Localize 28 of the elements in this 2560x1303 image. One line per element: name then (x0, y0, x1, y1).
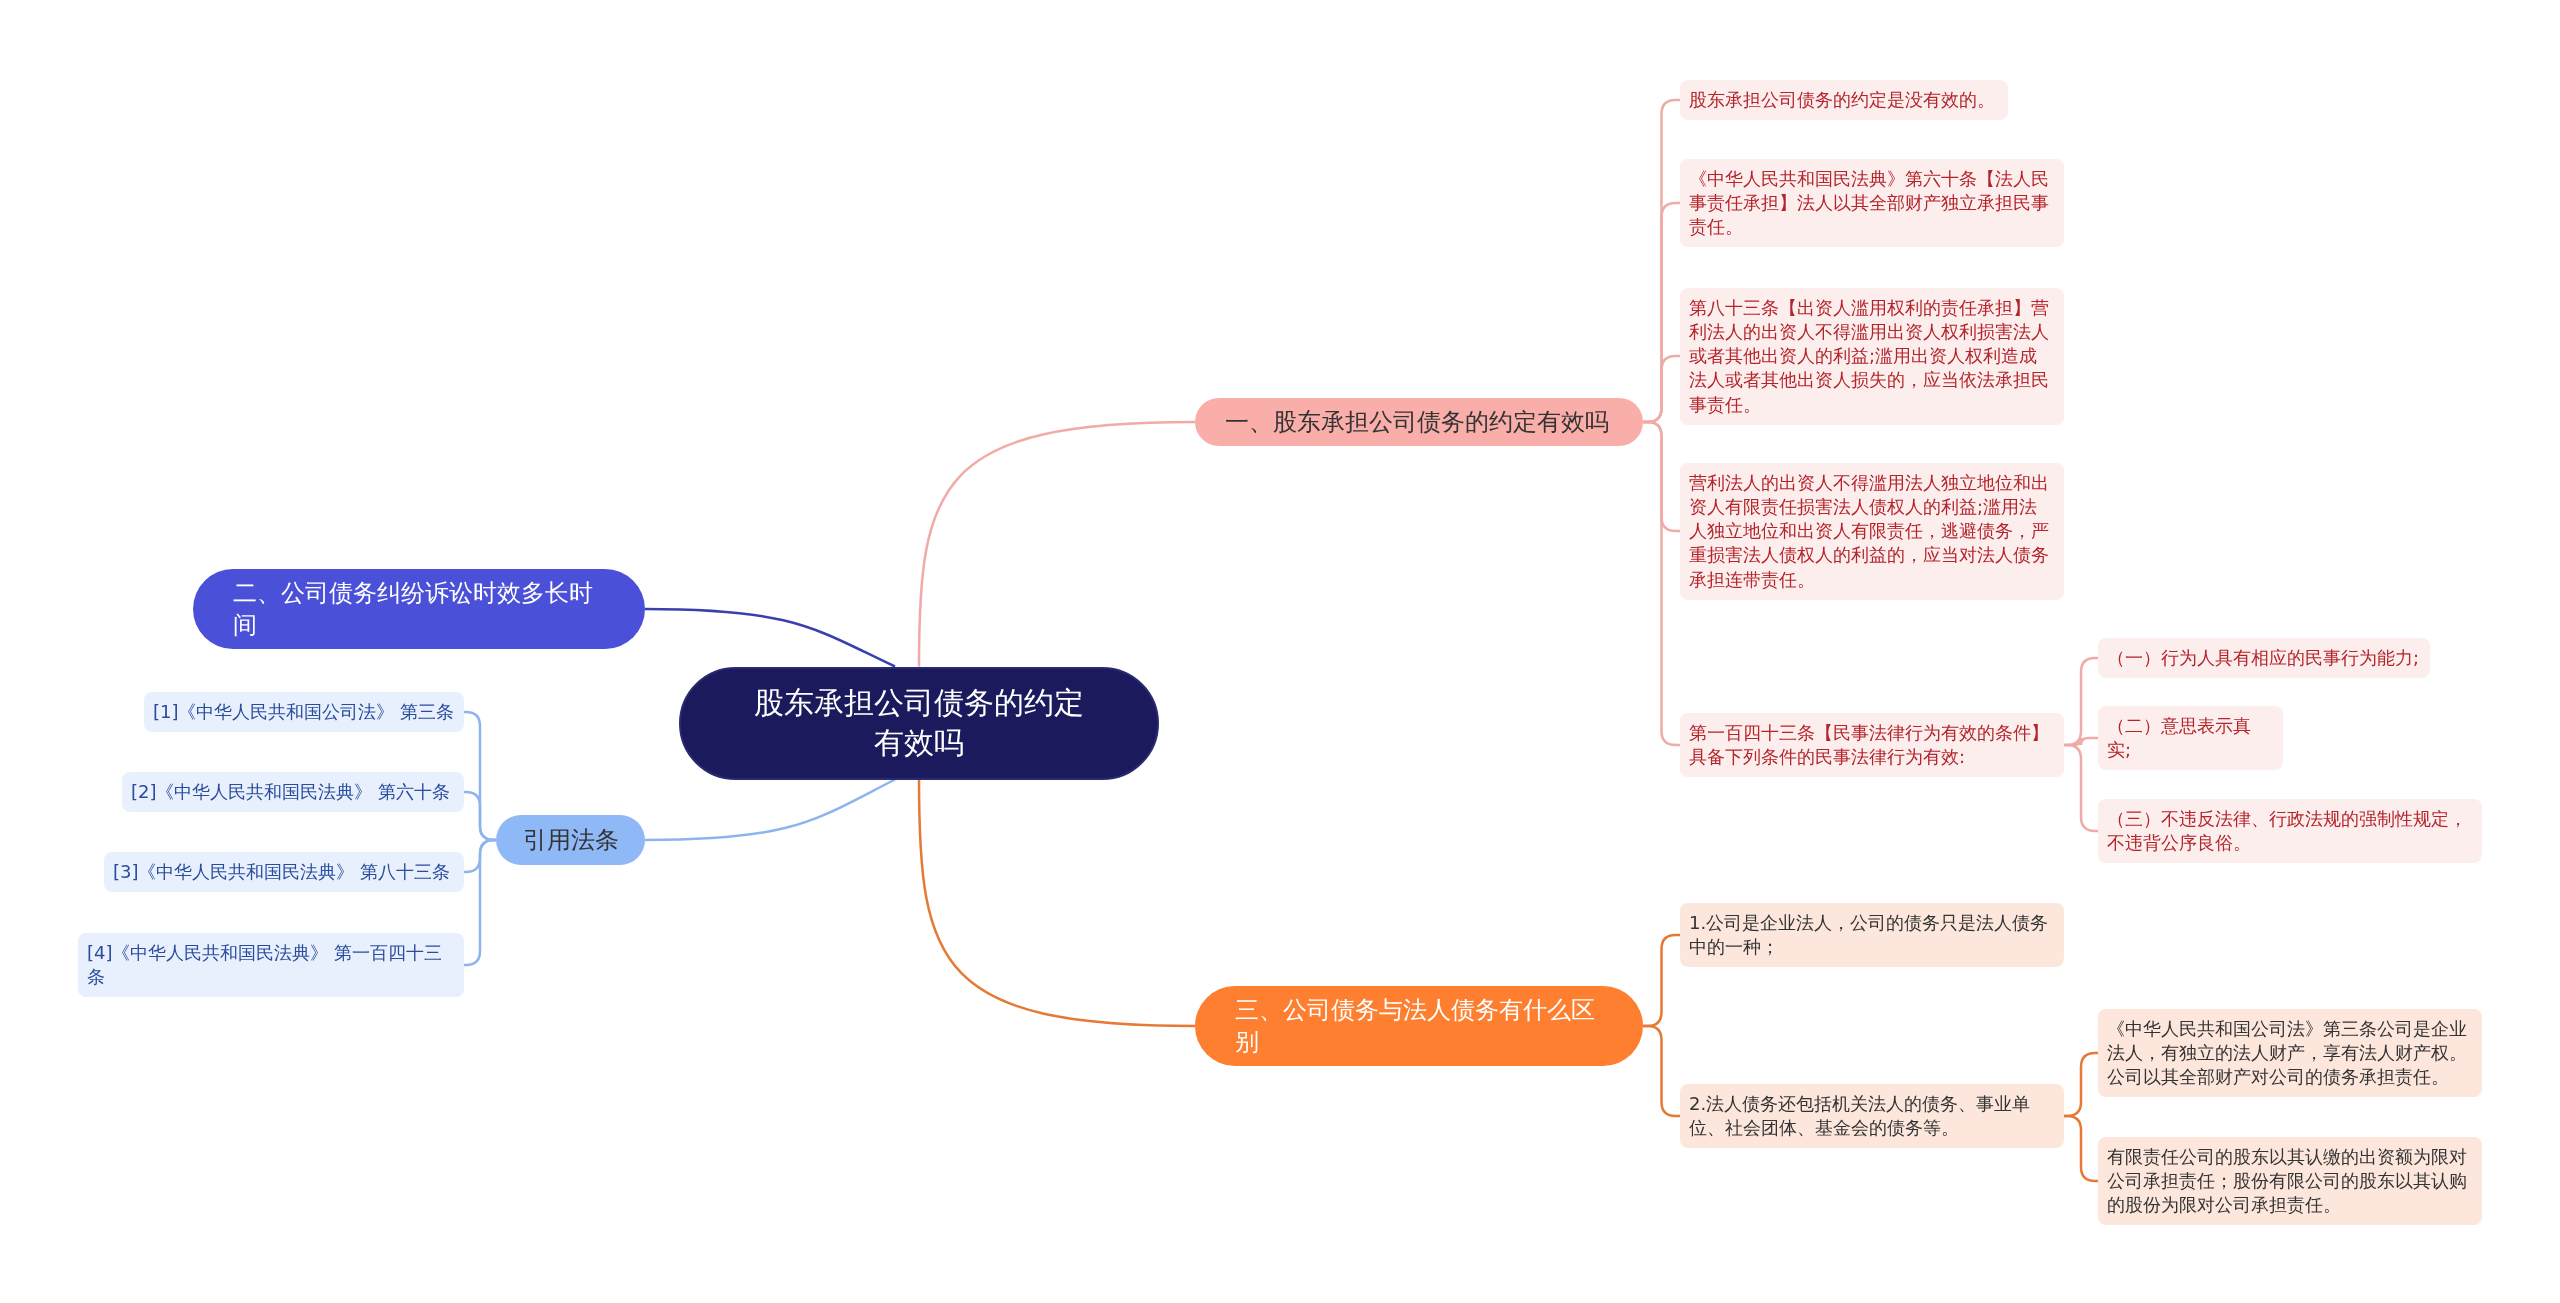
reference-box: [3]《中华人民共和国民法典》 第八十三条 (104, 852, 464, 893)
central-topic: 股东承担公司债务的约定有效吗 (679, 666, 1159, 780)
connector (645, 778, 896, 842)
reference-box: [2]《中华人民共和国民法典》 第六十条 (122, 772, 464, 813)
note-box: 第一百四十三条【民事法律行为有效的条件】具备下列条件的民事法律行为有效: (1680, 712, 2064, 778)
note-box: 股东承担公司债务的约定是没有效的。 (1680, 80, 2008, 121)
connector (917, 779, 1196, 1028)
topic-box: 三、公司债务与法人债务有什么区别 (1195, 985, 1643, 1067)
note-box: 《中华人民共和国民法典》第六十条【法人民事责任承担】法人以其全部财产独立承担民事责任。 (1680, 158, 2064, 248)
topic-box: 二、公司债务纠纷诉讼时效多长时间 (193, 568, 645, 650)
topic-box: 引用法条 (496, 815, 645, 866)
note-box: （二）意思表示真实; (2098, 705, 2283, 771)
note-box: 《中华人民共和国公司法》第三条公司是企业法人，有独立的法人财产，享有法人财产权。公司以其全部财产对公司的债务承担责任。 (2098, 1008, 2482, 1098)
reference-box: [4]《中华人民共和国民法典》 第一百四十三条 (78, 932, 464, 998)
connector (2064, 1114, 2098, 1183)
connector (917, 420, 1196, 667)
connector (645, 607, 896, 668)
note-box: 1.公司是企业法人，公司的债务只是法人债务中的一种； (1680, 902, 2064, 968)
connector (2064, 743, 2098, 833)
connector (464, 838, 496, 967)
topic-box: 一、股东承担公司债务的约定有效吗 (1195, 398, 1643, 447)
note-box: 有限责任公司的股东以其认缴的出资额为限对公司承担责任；股份有限公司的股东以其认购的股份为限对公司承担责任。 (2098, 1136, 2482, 1226)
note-box: 2.法人债务还包括机关法人的债务、事业单位、社会团体、基金会的债务等。 (1680, 1083, 2064, 1149)
note-box: 营利法人的出资人不得滥用法人独立地位和出资人有限责任损害法人债权人的利益;滥用法人独立地位和出资人有限责任，逃避债务，严重损害法人债权人的利益的，应当对法人债务承担连带责任。 (1680, 462, 2064, 600)
note-box: 第八十三条【出资人滥用权利的责任承担】营利法人的出资人不得滥用出资人权利损害法人或者其他出资人的利益;滥用出资人权利造成法人或者其他出资人损失的，应当依法承担民事责任。 (1680, 287, 2064, 425)
note-box: （三）不违反法律、行政法规的强制性规定，不违背公序良俗。 (2098, 798, 2482, 864)
note-box: （一）行为人具有相应的民事行为能力; (2098, 638, 2430, 679)
reference-box: [1]《中华人民共和国公司法》 第三条 (144, 692, 464, 733)
